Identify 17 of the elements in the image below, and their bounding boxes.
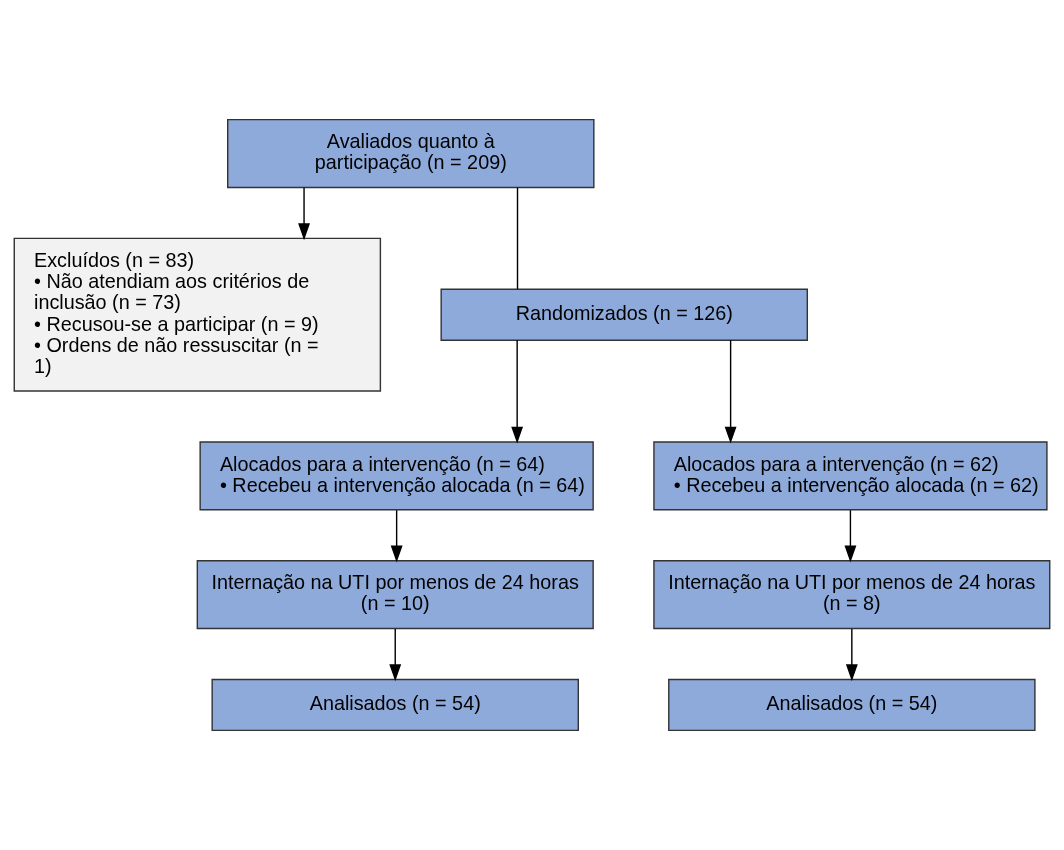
node-box: Alocados para a intervenção (n = 62) • Recebeu a intervenção alocada (n = 62) <box>653 441 1048 511</box>
node-box: Internação na UTI por menos de 24 horas (n = 10) <box>196 560 594 630</box>
arrow <box>845 628 858 682</box>
node-box: Alocados para a intervenção (n = 64) • Recebeu a intervenção alocada (n = 64) <box>199 441 594 511</box>
node-box: Internação na UTI por menos de 24 horas (n = 8) <box>653 560 1051 630</box>
arrow <box>724 339 737 444</box>
node-box: Analisados (n = 54) <box>211 678 579 732</box>
connector <box>516 187 519 290</box>
arrow <box>390 509 403 563</box>
node-box: Avaliados quanto à participação (n = 209) <box>227 118 595 189</box>
arrow <box>844 509 857 563</box>
arrow <box>511 339 524 444</box>
node-box: Analisados (n = 54) <box>668 678 1036 732</box>
arrow <box>389 628 402 682</box>
node-box: Excluídos (n = 83) • Não atendiam aos critérios de inclusão (n = 73) • Recusou-se a participar (n = 9) • Ordens de não ressuscitar (n = 1) <box>13 237 382 392</box>
node-box: Randomizados (n = 126) <box>440 288 808 341</box>
arrow <box>298 187 310 241</box>
